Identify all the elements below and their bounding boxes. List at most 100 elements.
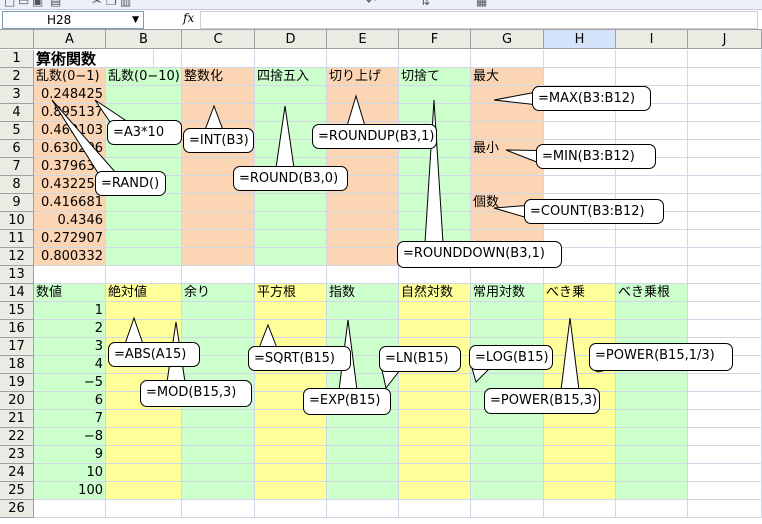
column-label[interactable]: 整数化 [182,68,255,86]
cell[interactable] [106,446,182,464]
cell[interactable] [616,230,688,248]
cell[interactable] [688,68,762,86]
cell[interactable] [616,86,688,104]
cell[interactable] [399,428,471,446]
chart-icon[interactable]: ▦ [476,0,488,8]
callout-abs[interactable]: =ABS(A15) [108,342,200,367]
cell[interactable] [106,500,182,518]
cell[interactable] [544,266,616,284]
cell[interactable] [616,464,688,482]
cell[interactable] [327,320,399,338]
cell[interactable] [544,68,616,86]
callout-power[interactable]: =POWER(B15,3) [484,388,600,414]
column-label[interactable]: 余り [182,284,255,302]
function-icon[interactable]: fx [183,11,195,25]
cell[interactable] [544,446,616,464]
cell[interactable] [688,302,762,320]
column-label[interactable]: 平方根 [255,284,327,302]
column-label[interactable]: 乱数(0−1) [34,68,106,86]
cell[interactable] [616,374,688,392]
cell[interactable] [616,500,688,518]
cell[interactable] [688,464,762,482]
cell[interactable] [106,212,182,230]
row-header-13[interactable]: 13 [0,266,34,284]
row-header-10[interactable]: 10 [0,212,34,230]
callout-rounddown[interactable]: =ROUNDDOWN(B3,1) [397,241,562,268]
cell[interactable] [688,194,762,212]
random-value[interactable]: 0.272907 [34,230,106,248]
cell[interactable] [255,266,327,284]
cell[interactable] [688,140,762,158]
row-header-25[interactable]: 25 [0,482,34,500]
row-header-19[interactable]: 19 [0,374,34,392]
number-value[interactable]: 10 [34,464,106,482]
cell[interactable] [616,392,688,410]
row-header-12[interactable]: 12 [0,248,34,266]
row-header-5[interactable]: 5 [0,122,34,140]
cell[interactable] [399,374,471,392]
cell[interactable] [327,50,399,68]
row-header-8[interactable]: 8 [0,176,34,194]
cell[interactable] [688,212,762,230]
cell[interactable] [106,302,182,320]
cell[interactable] [182,302,255,320]
cell[interactable] [616,320,688,338]
cell[interactable] [688,374,762,392]
number-value[interactable]: −5 [34,374,106,392]
name-box[interactable]: H28 ▼ [2,11,144,29]
cell[interactable] [255,302,327,320]
cell[interactable] [399,482,471,500]
cell[interactable] [327,230,399,248]
row-header-24[interactable]: 24 [0,464,34,482]
column-label[interactable]: べき乗根 [616,284,688,302]
cell[interactable] [182,248,255,266]
row-header-14[interactable]: 14 [0,284,34,302]
row-header-4[interactable]: 4 [0,104,34,122]
cell[interactable] [399,410,471,428]
cell[interactable] [255,446,327,464]
cell[interactable] [688,122,762,140]
cell[interactable] [327,446,399,464]
cell[interactable] [327,86,399,104]
cell[interactable] [106,194,182,212]
cell[interactable] [182,410,255,428]
cell[interactable] [255,464,327,482]
row-header-22[interactable]: 22 [0,428,34,446]
row-header-26[interactable]: 26 [0,500,34,518]
cell[interactable] [544,464,616,482]
formula-input[interactable] [200,11,758,29]
cell[interactable] [688,428,762,446]
callout-ln[interactable]: =LN(B15) [379,346,461,372]
cell[interactable] [255,194,327,212]
cell[interactable] [327,248,399,266]
cell[interactable] [255,374,327,392]
cell[interactable] [616,446,688,464]
cell[interactable] [255,104,327,122]
cell[interactable] [106,50,182,68]
new-icon[interactable]: □ [4,0,16,8]
row-header-6[interactable]: 6 [0,140,34,158]
cell[interactable] [182,266,255,284]
row-header-23[interactable]: 23 [0,446,34,464]
cell[interactable] [255,248,327,266]
cell[interactable] [399,50,471,68]
cell[interactable] [255,230,327,248]
cell[interactable] [544,482,616,500]
cell[interactable] [399,302,471,320]
cut-icon[interactable]: ✂ [92,0,103,8]
cell[interactable] [106,482,182,500]
cell[interactable] [182,104,255,122]
callout-powerroot[interactable]: =POWER(B15,1/3) [589,343,733,371]
cell[interactable] [399,320,471,338]
row-header-18[interactable]: 18 [0,356,34,374]
cell[interactable] [182,482,255,500]
number-value[interactable]: 9 [34,446,106,464]
cell[interactable] [182,500,255,518]
random-value[interactable]: 0.630206 [34,140,106,158]
cell[interactable] [471,428,544,446]
random-value[interactable]: 0.895137 [34,104,106,122]
cell[interactable] [688,500,762,518]
undo-icon[interactable]: ↶ [366,0,377,8]
column-header-b[interactable]: B [106,30,182,49]
cell[interactable] [255,428,327,446]
